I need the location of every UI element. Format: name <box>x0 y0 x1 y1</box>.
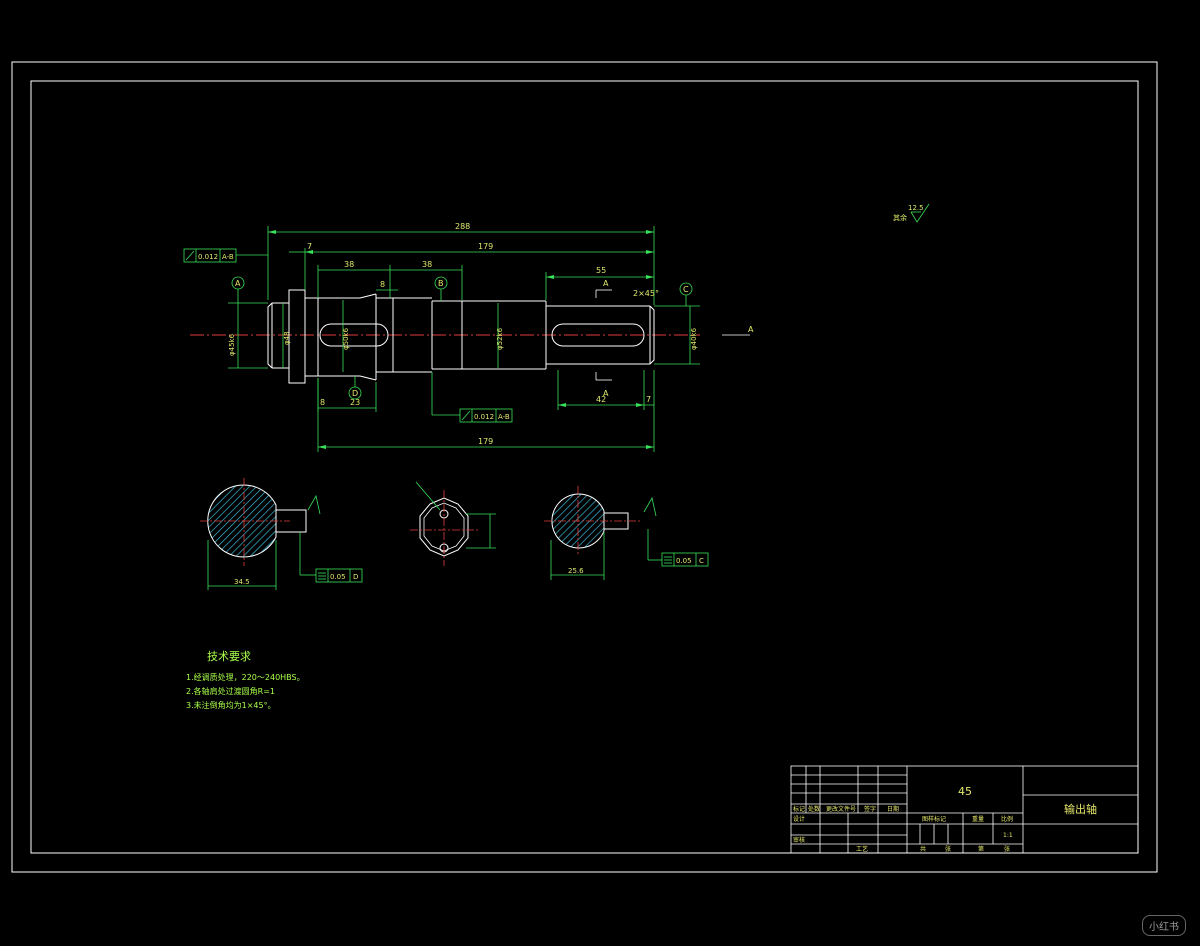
section-a-top-label: A <box>603 279 609 288</box>
length-dims <box>267 226 655 452</box>
diameter-labels: φ45k6 φ48 φ50k6 φ52k6 φ40k6 <box>228 327 698 356</box>
dim-42: 42 <box>596 395 606 404</box>
dim-38-b: 38 <box>422 260 432 269</box>
dim-chamfer: 2×45° <box>633 289 659 298</box>
svg-text:0.012: 0.012 <box>474 413 494 421</box>
svg-text:φ40k6: φ40k6 <box>690 327 698 350</box>
section-3-width: 25.6 <box>568 567 584 575</box>
title-block-text: 45 输出轴 1:1 标记 处数 更改文件号 签字 日期 设计 审核 工艺 图样… <box>793 785 1097 853</box>
runout-frame-mid: 0.012 A-B <box>431 372 513 423</box>
svg-text:D: D <box>353 573 358 581</box>
tech-req-line-1: 1.经调质处理，220～240HBS。 <box>186 672 305 682</box>
svg-text:φ50k6: φ50k6 <box>342 327 350 350</box>
material-value: 45 <box>958 785 972 798</box>
symmetry-frame-d: 0.05 D <box>315 568 363 583</box>
dim-8-key: 8 <box>380 280 385 289</box>
svg-text:设计: 设计 <box>793 815 805 823</box>
section-view-3: 25.6 0.05 C <box>544 486 709 580</box>
tech-req-title: 技术要求 <box>207 650 251 663</box>
datum-a: A <box>231 276 245 303</box>
svg-text:张: 张 <box>1004 845 1010 853</box>
dim-179-top: 179 <box>478 242 493 251</box>
dim-179-bottom: 179 <box>478 437 493 446</box>
svg-text:其余: 其余 <box>893 213 907 222</box>
keyway-left <box>319 323 389 347</box>
runout-frame-top: 0.012 A-B <box>183 248 268 263</box>
dim-38-a: 38 <box>344 260 354 269</box>
svg-text:B: B <box>438 279 444 288</box>
svg-text:0.05: 0.05 <box>330 573 346 581</box>
dim-7-right: 7 <box>646 395 651 404</box>
svg-text:重量: 重量 <box>972 815 984 823</box>
svg-text:标记: 标记 <box>793 805 805 813</box>
arrowheads <box>268 230 654 449</box>
section-view-1: 34.5 0.05 D <box>200 478 363 590</box>
datum-c: C <box>679 282 693 306</box>
outer-frame <box>11 61 1158 873</box>
section-view-2 <box>410 481 496 566</box>
svg-text:图样标记: 图样标记 <box>922 815 946 823</box>
section-1-width: 34.5 <box>234 578 250 586</box>
svg-text:共: 共 <box>920 845 926 853</box>
view-a-label: A <box>748 325 754 334</box>
svg-text:比例: 比例 <box>1001 815 1013 823</box>
svg-text:D: D <box>352 389 358 398</box>
svg-text:A-B: A-B <box>498 413 510 421</box>
watermark: 小红书 <box>1142 915 1186 936</box>
svg-text:0.05: 0.05 <box>676 557 692 565</box>
dim-7-left: 7 <box>307 242 312 251</box>
scale-value: 1:1 <box>1003 832 1013 839</box>
datum-b: B <box>434 276 448 301</box>
dim-23: 23 <box>350 398 360 407</box>
title-block <box>790 765 1139 854</box>
svg-text:φ45k6: φ45k6 <box>228 333 236 356</box>
svg-text:审核: 审核 <box>793 836 805 844</box>
svg-text:0.012: 0.012 <box>198 253 218 261</box>
dim-55: 55 <box>596 266 606 275</box>
svg-text:更改文件号: 更改文件号 <box>826 805 856 813</box>
svg-text:φ52k6: φ52k6 <box>496 327 504 350</box>
inner-frame <box>30 80 1139 854</box>
tech-requirements: 技术要求 1.经调质处理，220～240HBS。 2.各轴肩处过渡圆角R=1 3… <box>186 650 305 710</box>
svg-text:12.5: 12.5 <box>908 204 924 212</box>
svg-text:A-B: A-B <box>222 253 234 261</box>
dim-8-offset: 8 <box>320 398 325 407</box>
section-marker-a <box>595 289 612 381</box>
diameter-dims <box>228 300 700 372</box>
roughness-note: 其余 12.5 <box>893 203 930 223</box>
tech-req-line-2: 2.各轴肩处过渡圆角R=1 <box>186 686 275 696</box>
svg-text:A: A <box>235 279 241 288</box>
svg-text:工艺: 工艺 <box>856 845 868 853</box>
svg-text:日期: 日期 <box>887 805 899 813</box>
keyway-right <box>551 323 645 347</box>
svg-text:C: C <box>683 285 689 294</box>
svg-text:张: 张 <box>945 845 951 853</box>
svg-text:第: 第 <box>978 845 984 853</box>
datum-d: D <box>348 376 362 400</box>
svg-text:φ48: φ48 <box>283 331 291 345</box>
svg-text:C: C <box>699 557 704 565</box>
svg-text:处数: 处数 <box>808 805 820 813</box>
tech-req-line-3: 3.未注倒角均为1×45°。 <box>186 700 276 710</box>
part-name: 输出轴 <box>1064 802 1097 816</box>
shaft-outline <box>267 289 655 384</box>
svg-text:签字: 签字 <box>864 805 876 813</box>
section-a-bottom-label: A <box>603 389 609 398</box>
shaft-main-view: φ45k6 φ48 φ50k6 φ52k6 φ40k6 <box>183 222 754 452</box>
dim-overall: 288 <box>455 222 470 231</box>
symmetry-frame-c: 0.05 C <box>661 552 709 567</box>
